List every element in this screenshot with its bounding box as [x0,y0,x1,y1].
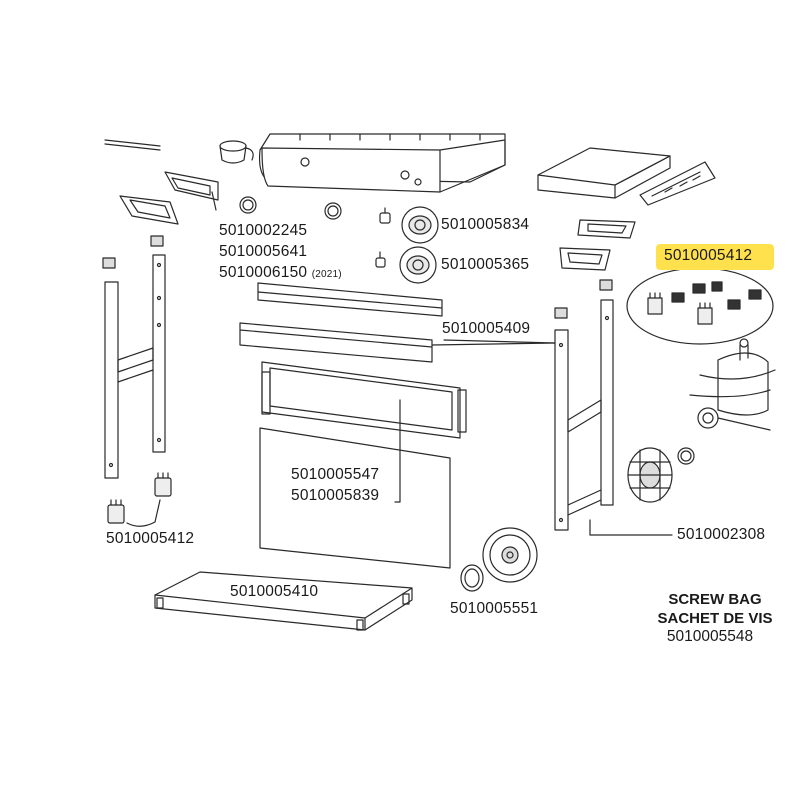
highlight-box [656,244,774,270]
leader-lines [443,339,556,344]
front-wheel [460,527,538,592]
gas-bottle-holder [689,338,776,431]
screw-bag-callout [626,267,774,345]
part-label-5010002245: 5010002245 [219,222,308,239]
right-shelf-bracket [559,219,636,271]
screw-bag-title-en: SCREW BAG [668,591,762,608]
igniter-small-lower [375,251,386,268]
part-label-5010005551: 5010005551 [450,600,539,617]
control-knob-right [324,202,342,220]
front-panel-upper [257,282,443,317]
part-label-5010005839: 5010005839 [291,487,380,504]
part-label-5010002308: 5010002308 [677,526,766,543]
part-label-5010005547: 5010005547 [291,466,380,483]
left-shelf-bracket [119,171,219,225]
part-label-5010006150: 5010006150 (2021) [219,264,342,282]
part-label-5010005365: 5010005365 [441,256,530,273]
left-foot-caps [107,472,172,527]
control-knob-left [239,196,257,214]
door-frame [261,361,467,439]
part-label-5010005409: 5010005409 [442,320,531,337]
part-label-5010005641: 5010005641 [219,243,308,260]
rear-wheel [627,447,695,503]
grill-body [258,133,506,193]
part-label-5010005834: 5010005834 [441,216,530,233]
side-shelf-edge [104,139,161,151]
igniter-small-upper [379,207,391,224]
door-panel [259,399,451,569]
part-label-5010005412-highlighted: 5010005412 [664,247,753,264]
part-label-5010005412: 5010005412 [106,530,195,547]
left-leg-frame [102,235,166,479]
knob-5010005365 [399,246,437,284]
grease-cup [219,140,254,164]
right-leg-frame [554,279,673,536]
part-number: 5010006150 [219,264,308,281]
bottom-shelf [154,571,413,631]
right-side-shelf [537,147,716,206]
part-label-5010005410: 5010005410 [230,583,319,600]
screw-bag-title-fr: SACHET DE VIS [657,610,773,627]
front-panel-lower [239,322,556,363]
knob-5010005834 [401,206,439,244]
screw-bag-part-number: 5010005548 [666,628,754,645]
year-note: (2021) [311,269,342,280]
